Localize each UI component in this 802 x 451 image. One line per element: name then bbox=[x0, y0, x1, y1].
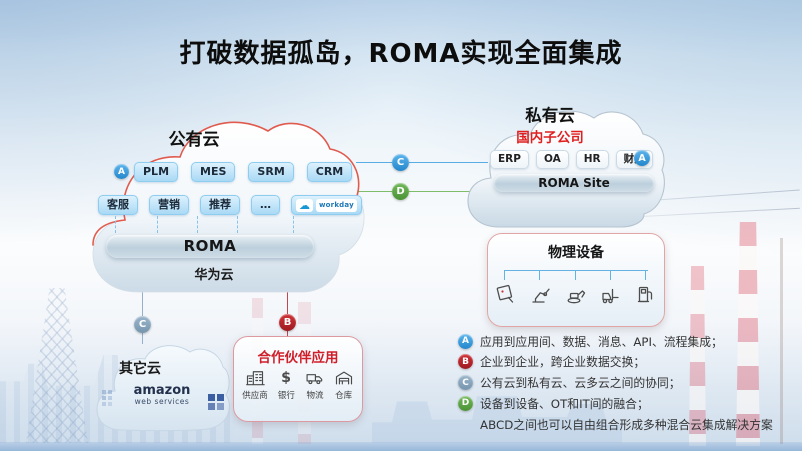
connector-tick bbox=[504, 271, 505, 280]
partner-items: 供应商 $ 银行 物流 仓库 bbox=[238, 368, 358, 401]
partner-item-label: 物流 bbox=[306, 391, 324, 401]
app-chip: MES bbox=[191, 162, 236, 182]
legend: A 应用到应用间、数据、消息、API、流程集成； B 企业到企业，跨企业数据交换… bbox=[458, 333, 793, 433]
partner-item-label: 仓库 bbox=[335, 391, 353, 401]
legend-item-a: A 应用到应用间、数据、消息、API、流程集成； bbox=[458, 333, 793, 349]
legend-a-text: 应用到应用间、数据、消息、API、流程集成； bbox=[480, 334, 723, 349]
striped-chimney bbox=[689, 266, 706, 446]
camera-icon bbox=[496, 284, 514, 303]
partner-item-warehouse: 仓库 bbox=[334, 368, 354, 401]
devices-box-title: 物理设备 bbox=[548, 245, 604, 261]
bottom-band bbox=[0, 442, 802, 451]
connector-line-d bbox=[352, 191, 494, 192]
striped-chimney bbox=[736, 222, 760, 446]
forklift-icon bbox=[602, 288, 619, 304]
roma-site-bar: ROMA Site bbox=[494, 174, 654, 192]
public-app-row-1: PLM MES SRM CRM bbox=[134, 162, 353, 182]
aws-pixel-squares-left bbox=[102, 390, 106, 394]
warehouse-icon bbox=[335, 371, 352, 385]
connector-c-badge: C bbox=[392, 154, 409, 171]
public-cloud-a-badge: A bbox=[114, 164, 129, 179]
app-chip: 营销 bbox=[149, 195, 189, 215]
public-app-row-2: 客服 营销 推荐 … ☁ workday bbox=[98, 195, 362, 215]
private-cloud-subtitle: 国内子公司 bbox=[516, 130, 584, 146]
partner-box-title: 合作伙伴应用 bbox=[257, 350, 339, 366]
legend-item-c: C 公有云到私有云、云多云之间的协同； bbox=[458, 375, 793, 391]
partner-item-supplier: 供应商 bbox=[242, 368, 268, 401]
partner-item-logistics: 物流 bbox=[305, 368, 325, 401]
dashed-connector bbox=[237, 216, 238, 233]
partner-item-bank: $ 银行 bbox=[276, 368, 296, 401]
page-title: 打破数据孤岛，ROMA实现全面集成 bbox=[179, 39, 623, 69]
app-chip: SRM bbox=[248, 162, 294, 182]
public-cloud-title: 公有云 bbox=[168, 130, 220, 150]
private-app-row: ERP OA HR 财务 bbox=[490, 150, 653, 169]
public-cloud: 公有云 A PLM MES SRM CRM 客服 营销 推荐 … ☁ workd… bbox=[86, 95, 366, 305]
device-icons-row bbox=[494, 281, 658, 307]
dashed-connector bbox=[115, 216, 116, 233]
app-chip: CRM bbox=[306, 162, 353, 182]
huawei-cloud-label: 华为云 bbox=[194, 268, 234, 283]
legend-a-badge: A bbox=[458, 333, 473, 349]
connector-d-badge: D bbox=[392, 183, 409, 200]
building-icon bbox=[246, 371, 265, 386]
svg-text:$: $ bbox=[281, 370, 291, 386]
other-cloud: 其它云 amazon web services bbox=[92, 338, 232, 438]
other-cloud-title: 其它云 bbox=[119, 361, 161, 377]
app-chip: HR bbox=[575, 150, 609, 169]
connector-tick bbox=[610, 271, 611, 280]
legend-footnote: ABCD之间也可以自由组合形成多种混合云集成解决方案 bbox=[480, 418, 773, 433]
robot-arm-icon bbox=[532, 288, 550, 303]
legend-d-badge: D bbox=[458, 395, 473, 411]
plant-silhouette-mid bbox=[372, 396, 622, 443]
physical-devices-box: 物理设备 bbox=[487, 233, 665, 327]
legend-item-b: B 企业到企业，跨企业数据交换； bbox=[458, 354, 793, 370]
legend-d-text: 设备到设备、OT和IT间的融合； bbox=[480, 396, 649, 411]
legend-c-badge: C bbox=[458, 375, 473, 391]
app-chip: 客服 bbox=[98, 195, 138, 215]
app-chip: ERP bbox=[490, 150, 529, 169]
mast-silhouette bbox=[780, 238, 783, 444]
dashed-connector bbox=[197, 216, 198, 233]
connector-tick bbox=[539, 271, 540, 280]
connector-c2-badge: C bbox=[134, 316, 151, 333]
legend-b-text: 企业到企业，跨企业数据交换； bbox=[480, 355, 646, 370]
connector-tick bbox=[575, 271, 576, 280]
partner-apps-box: 合作伙伴应用 供应商 $ 银行 物流 bbox=[233, 336, 363, 422]
private-cloud-title: 私有云 bbox=[525, 106, 575, 125]
partner-item-label: 银行 bbox=[277, 391, 295, 401]
legend-item-d: D 设备到设备、OT和IT间的融合； bbox=[458, 395, 793, 411]
app-chip-ellipsis: … bbox=[251, 195, 280, 215]
aws-logo-text: amazon bbox=[133, 383, 191, 398]
private-cloud-a-badge: A bbox=[634, 150, 650, 166]
private-cloud: 私有云 国内子公司 ERP OA HR 财务 A ROMA Site bbox=[462, 88, 670, 236]
dashed-connector bbox=[157, 216, 158, 233]
app-chip: 推荐 bbox=[200, 195, 240, 215]
connector-tick bbox=[645, 271, 646, 280]
devices-connector bbox=[504, 270, 648, 280]
connector-line-c bbox=[356, 162, 488, 163]
legend-c-text: 公有云到私有云、云多云之间的协同； bbox=[480, 376, 681, 391]
partner-item-label: 供应商 bbox=[242, 391, 268, 401]
workday-logo: workday bbox=[316, 198, 357, 212]
aws-logo-subtext: web services bbox=[134, 397, 190, 406]
truck-icon bbox=[306, 374, 323, 385]
aws-logo: amazon web services bbox=[92, 384, 232, 406]
private-cloud-shape bbox=[467, 110, 665, 228]
app-chip: OA bbox=[535, 150, 569, 169]
dollar-icon: $ bbox=[281, 370, 291, 386]
app-chip: PLM bbox=[134, 162, 179, 182]
salesforce-cloud-icon: ☁ bbox=[296, 198, 313, 212]
other-cloud-shape bbox=[96, 345, 230, 432]
aws-pixel-squares-right bbox=[208, 394, 215, 401]
dashed-connector bbox=[293, 216, 294, 233]
legend-b-badge: B bbox=[458, 354, 473, 370]
roma-bar: ROMA bbox=[106, 235, 314, 258]
saas-logos-chip: ☁ workday bbox=[291, 195, 362, 215]
connector-b-badge: B bbox=[279, 314, 296, 331]
excavator-icon bbox=[567, 290, 586, 304]
fuel-pump-icon bbox=[637, 286, 653, 303]
